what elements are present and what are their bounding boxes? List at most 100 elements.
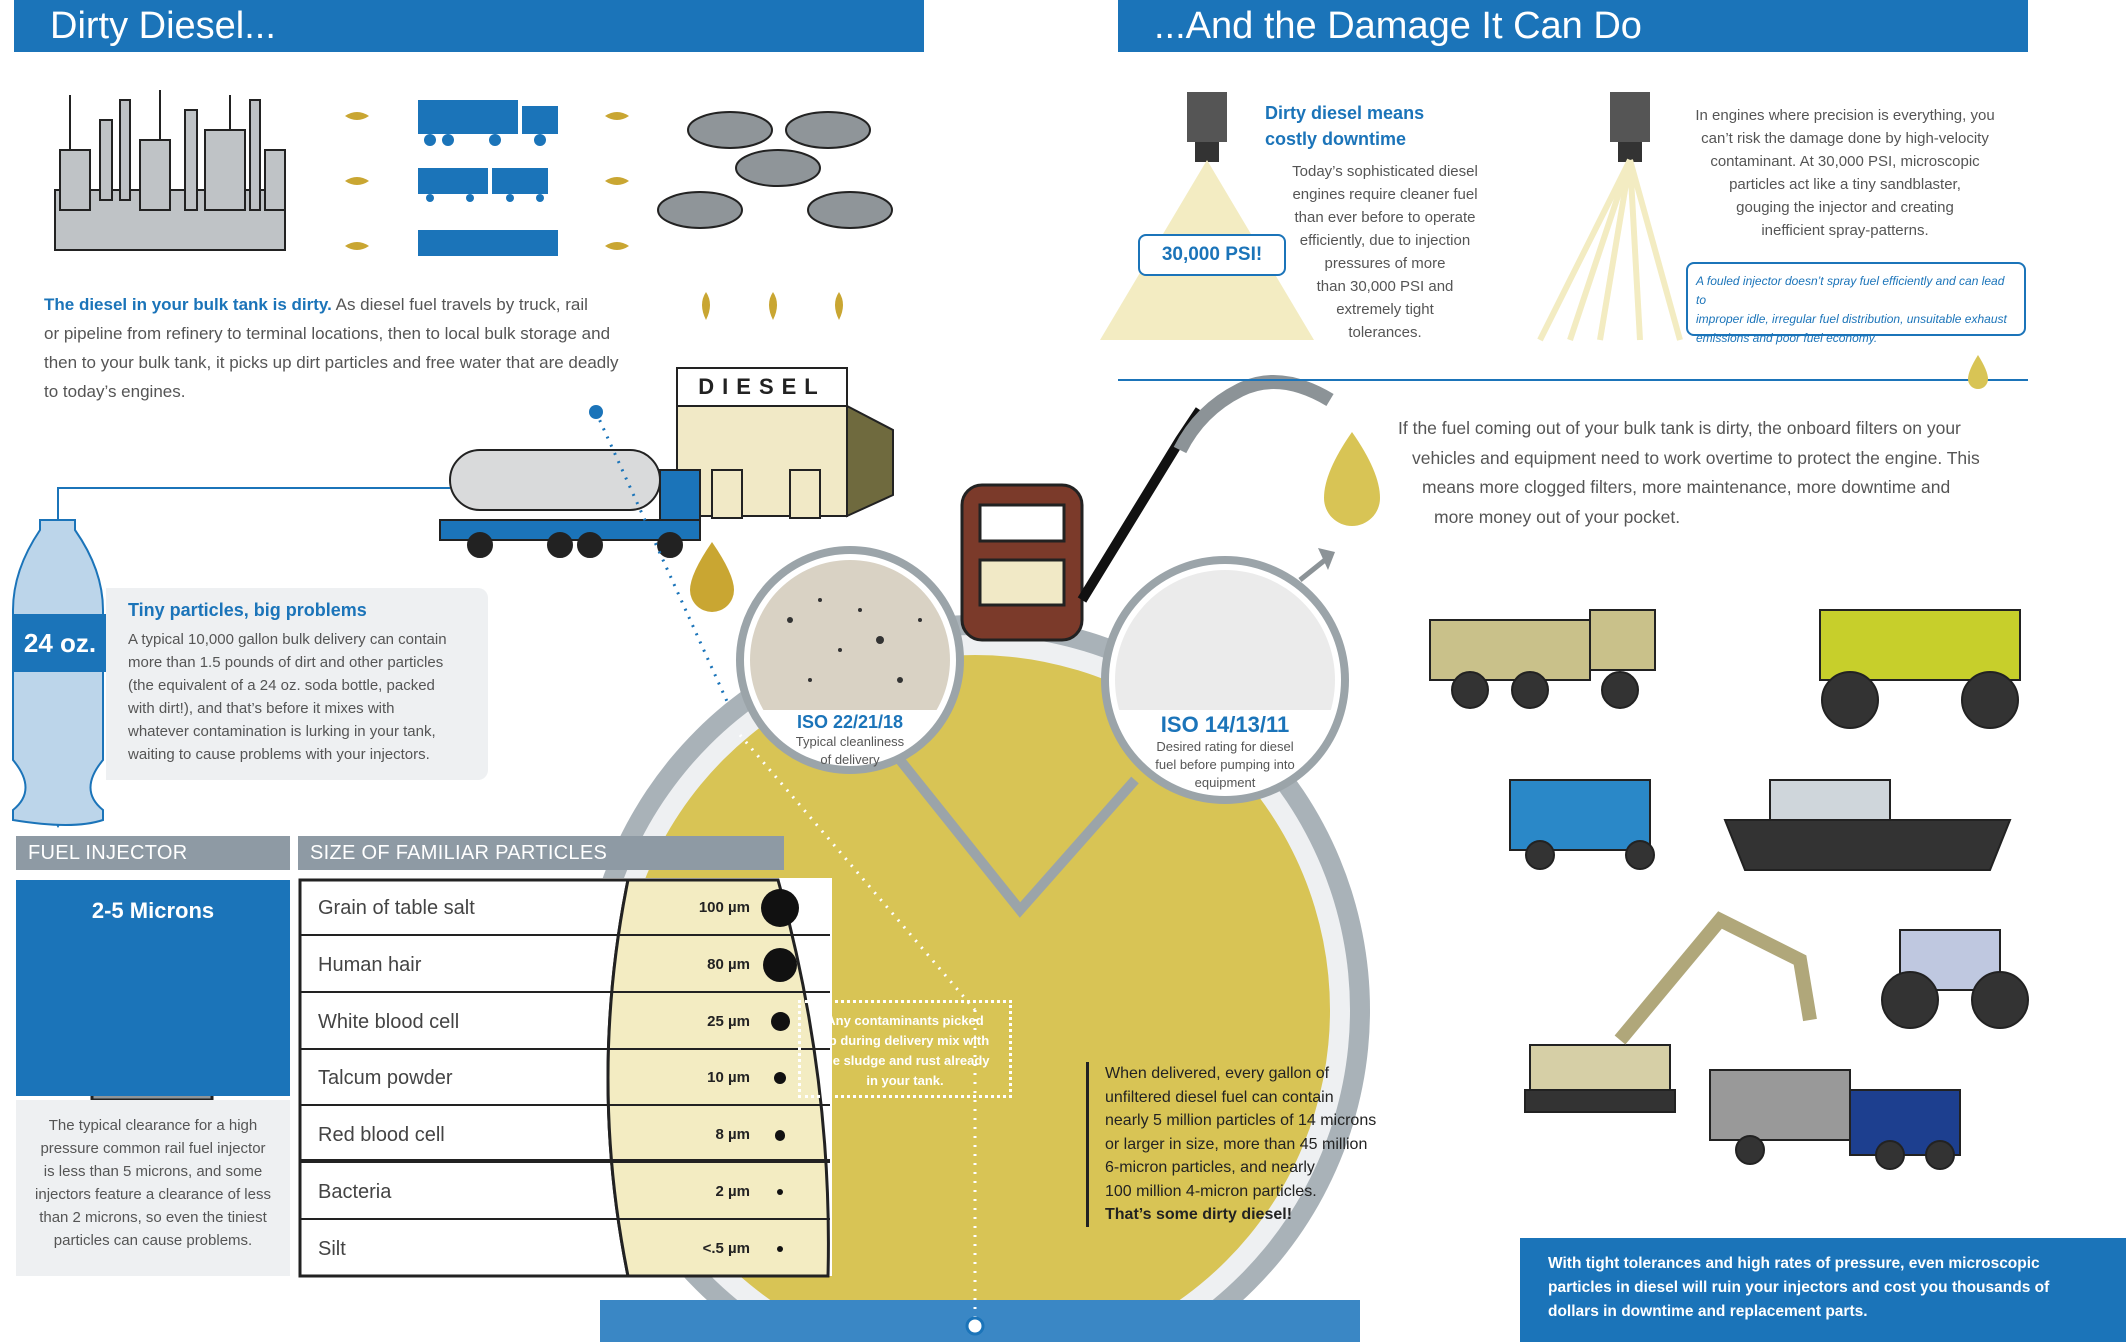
particle-row: White blood cell 25 µm — [300, 994, 830, 1050]
footer-line: With tight tolerances and high rates of … — [1548, 1255, 2040, 1272]
station-sign: DIESEL — [698, 374, 826, 399]
intro-line-0: As diesel fuel travels by truck, rail — [335, 295, 588, 314]
injector-clearance-panel: 2-5 Microns — [16, 880, 290, 1096]
particle-size: 100 µm — [698, 899, 750, 916]
particle-name: Bacteria — [318, 1181, 392, 1203]
tiny-line: A typical 10,000 gallon bulk delivery ca… — [128, 631, 447, 648]
soda-bottle-icon — [12, 519, 104, 826]
diesel-station-icon — [676, 367, 894, 519]
particle-row: Human hair 80 µm — [300, 937, 830, 993]
particle-row: Silt <.5 µm — [300, 1221, 830, 1277]
particle-dot — [763, 947, 797, 982]
tiny-particles-panel: Tiny particles, big problems A typical 1… — [106, 588, 488, 780]
tractor-icon — [1881, 929, 2029, 1029]
iso-left-line: of delivery — [820, 752, 880, 767]
precision-line: inefficient spray-patterns. — [1761, 222, 1929, 239]
iso-right-line: fuel before pumping into — [1155, 757, 1295, 772]
downtime-text: Today’s sophisticated diesel engines req… — [1250, 160, 1520, 344]
particle-size: 2 µm — [715, 1183, 751, 1200]
mining-truck-icon — [1819, 609, 2021, 729]
iso-right-label: ISO 14/13/11 Desired rating for diesel f… — [1130, 712, 1320, 792]
tiny-line: with dirt!), and that’s before it mixes … — [128, 700, 395, 717]
clearance-line: is less than 5 microns, and some — [43, 1163, 263, 1180]
particle-dot — [774, 1129, 786, 1141]
tanker-truck-icon — [439, 449, 701, 558]
tank-note-line: in your tank. — [866, 1073, 944, 1088]
tiny-line: waiting to cause problems with your inje… — [128, 746, 430, 763]
particle-name: White blood cell — [318, 1010, 460, 1033]
injector-clearance-text: The typical clearance for a high pressur… — [16, 1100, 290, 1276]
clearance-line: injectors feature a clearance of less — [35, 1186, 271, 1203]
tank-note: Any contaminants picked up during delive… — [798, 1000, 1012, 1098]
fouled-injector-callout: A fouled injector doesn’t spray fuel eff… — [1686, 262, 2026, 345]
tank-note-line: the sludge and rust already — [820, 1053, 990, 1068]
delivery-line: nearly 5 million particles of 14 microns — [1105, 1112, 1377, 1129]
precision-line: In engines where precision is everything… — [1695, 107, 1995, 124]
bottle-label: 24 oz. — [23, 628, 97, 658]
particle-row: Bacteria 2 µm — [300, 1164, 830, 1220]
clean-sample-icon — [1101, 556, 1349, 804]
microns-label: 2-5 Microns — [91, 898, 215, 923]
particle-name: Talcum powder — [318, 1067, 453, 1090]
clearance-line: particles can cause problems. — [53, 1232, 253, 1249]
delivery-emphasis: That’s some dirty diesel! — [1105, 1206, 1293, 1223]
tiny-line: whatever contamination is lurking in you… — [128, 723, 436, 740]
particle-dot — [777, 1189, 783, 1195]
tiny-line: more than 1.5 pounds of dirt and other p… — [128, 654, 444, 671]
downtime-line: pressures of more — [1324, 255, 1446, 272]
downtime-line: tolerances. — [1348, 324, 1422, 341]
intro-paragraph: The diesel in your bulk tank is dirty. A… — [44, 290, 644, 406]
particle-size: <.5 µm — [702, 1239, 750, 1257]
particle-row: Grain of table salt 100 µm — [300, 880, 830, 936]
bulk-line: vehicles and equipment need to work over… — [1412, 447, 1980, 468]
tiny-line: (the equivalent of a 24 oz. soda bottle,… — [128, 677, 435, 694]
downtime-line: extremely tight — [1336, 301, 1434, 318]
particle-size: 8 µm — [715, 1126, 751, 1144]
particle-name: Silt — [318, 1237, 346, 1260]
footer-line: dollars in downtime and replacement part… — [1548, 1303, 1868, 1320]
injector-clearance-header: FUEL INJECTOR CLEARANCE — [16, 836, 290, 898]
precision-line: particles act like a tiny sandblaster, — [1729, 176, 1961, 193]
fuel-pump-icon — [960, 375, 1334, 642]
injector-right-icon — [1537, 92, 1683, 342]
tugboat-icon — [1723, 779, 2012, 871]
flow-drops-icon — [345, 112, 843, 320]
footer-callout: With tight tolerances and high rates of … — [1520, 1238, 2126, 1342]
particle-name: Human hair — [318, 953, 422, 976]
iso-left-label: ISO 22/21/18 Typical cleanliness of deli… — [770, 712, 930, 769]
particle-size: 80 µm — [707, 955, 750, 973]
precision-line: gouging the injector and creating — [1736, 199, 1954, 216]
connector-line — [57, 487, 450, 520]
particle-name: Grain of table salt — [318, 897, 475, 919]
tank-note-line: Any contaminants picked — [826, 1013, 984, 1028]
excavator-icon — [1524, 911, 1817, 1113]
semi-truck-icon — [1509, 779, 1655, 870]
intro-line-1: or pipeline from refinery to terminal lo… — [44, 324, 611, 343]
downtime-line: efficiently, due to injection — [1299, 232, 1471, 249]
downtime-title: Dirty diesel means costly downtime — [1265, 100, 1424, 152]
iso-left-code: ISO 22/21/18 — [796, 712, 904, 732]
clearance-line: than 2 microns, so even the tiniest — [39, 1209, 267, 1226]
vehicles-icons — [1429, 609, 2029, 1170]
bulk-line: means more clogged filters, more mainten… — [1422, 477, 1951, 497]
dirty-sample-icon — [736, 546, 964, 774]
downtime-line: than 30,000 PSI and — [1316, 278, 1454, 295]
particle-size: 25 µm — [707, 1012, 750, 1030]
particle-name: Red blood cell — [318, 1124, 445, 1147]
clearance-line: The typical clearance for a high — [48, 1117, 258, 1134]
delivery-line: When delivered, every gallon of — [1105, 1065, 1330, 1082]
downtime-title-line: costly downtime — [1265, 129, 1407, 149]
precision-line: can’t risk the damage done by high-veloc… — [1701, 130, 1989, 147]
callout-line: emissions and poor fuel economy. — [1696, 331, 1878, 345]
bulk-line: more money out of your pocket. — [1434, 506, 1681, 527]
precision-line: contaminant. At 30,000 PSI, microscopic — [1710, 153, 1980, 170]
tank-note-line: up during delivery mix with — [820, 1033, 990, 1048]
intro-line-2: then to your bulk tank, it picks up dirt… — [44, 353, 619, 372]
particle-row: Red blood cell 8 µm — [300, 1107, 830, 1164]
footer-line: particles in diesel will ruin your injec… — [1548, 1279, 2050, 1296]
bulk-line: If the fuel coming out of your bulk tank… — [1398, 418, 1961, 438]
delivery-line: 100 million 4-micron particles. — [1105, 1182, 1317, 1200]
precision-text: In engines where precision is everything… — [1670, 104, 2020, 242]
particle-dot — [761, 889, 799, 927]
